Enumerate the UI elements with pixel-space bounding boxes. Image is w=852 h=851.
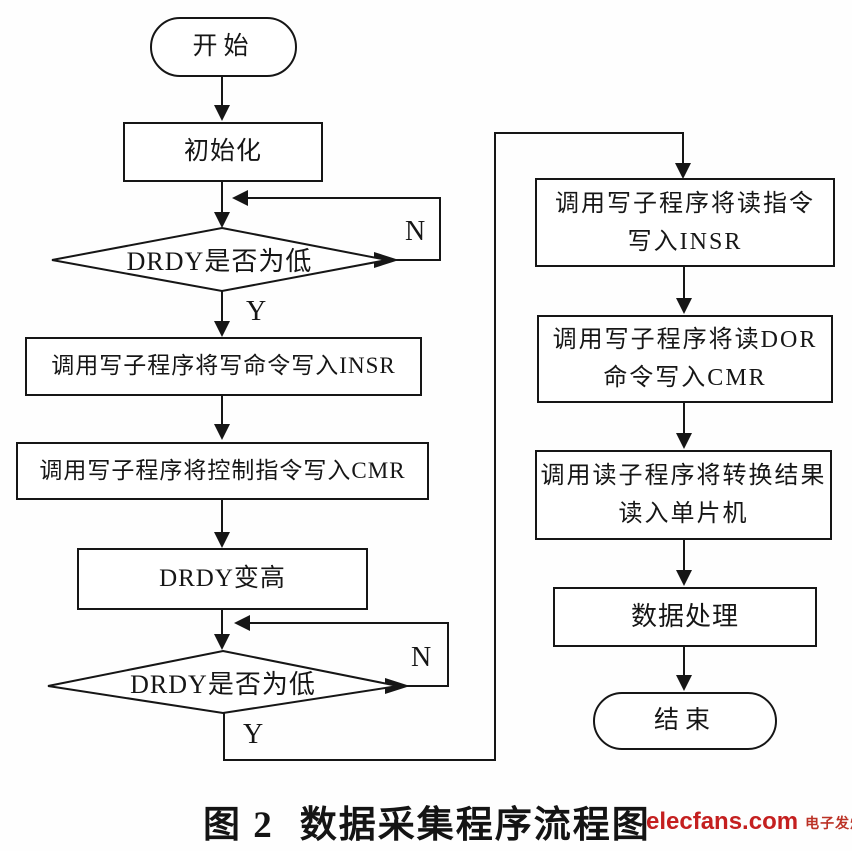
node-drdy-high: DRDY变高: [77, 548, 368, 610]
node-write-insr: 调用写子程序将写命令写入INSR: [25, 337, 422, 396]
node-end: 结束: [593, 692, 777, 750]
node-data-process: 数据处理: [553, 587, 817, 647]
node-start: 开始: [150, 17, 297, 77]
figure-caption: 图 2 数据采集程序流程图: [203, 794, 651, 848]
watermark-tagline: 电子发烧友: [805, 817, 852, 832]
node-read-result: 调用读子程序将转换结果 读入单片机: [535, 450, 832, 540]
node-write-insr-label: 调用写子程序将写命令写入INSR: [51, 353, 396, 379]
node-decision1-label: DRDY是否为低: [126, 247, 313, 276]
node-read-result-line2: 读入单片机: [618, 501, 749, 527]
node-read-result-line1: 调用读子程序将转换结果: [540, 463, 827, 489]
node-read-insr: 调用写子程序将读指令 写入INSR: [535, 178, 835, 267]
node-read-dor: 调用写子程序将读DOR 命令写入CMR: [537, 315, 833, 403]
node-init-label: 初始化: [183, 138, 262, 166]
watermark-logo: elecfans.com: [646, 808, 799, 835]
node-start-label: 开始: [192, 33, 255, 61]
decision1-yes-label: Y: [246, 296, 267, 327]
node-drdy-high-label: DRDY变高: [159, 565, 286, 593]
node-read-insr-line2: 写入INSR: [627, 228, 743, 255]
decision2-yes-label: Y: [243, 719, 264, 750]
decision-diamonds: [47, 226, 399, 715]
node-init: 初始化: [123, 122, 323, 182]
figure-caption-number: 图 2: [203, 805, 274, 846]
node-data-process-label: 数据处理: [630, 601, 739, 631]
node-write-cmr-label: 调用写子程序将控制指令写入CMR: [39, 457, 406, 483]
arrowheads: [214, 105, 692, 694]
node-read-insr-line1: 调用写子程序将读指令: [555, 190, 815, 217]
decision1-no-label: N: [405, 216, 426, 247]
decision2-no-label: N: [411, 642, 432, 673]
node-decision2-label: DRDY是否为低: [130, 669, 316, 699]
figure-caption-title: 数据采集程序流程图: [299, 805, 651, 846]
node-decision1: DRDY是否为低: [52, 228, 387, 291]
node-read-dor-line2: 命令写入CMR: [603, 365, 767, 391]
watermark: elecfans.com 电子发烧友: [646, 808, 852, 836]
node-write-cmr: 调用写子程序将控制指令写入CMR: [16, 442, 429, 500]
node-decision2: DRDY是否为低: [48, 651, 398, 713]
node-read-dor-line1: 调用写子程序将读DOR: [552, 327, 818, 353]
node-end-label: 结束: [653, 707, 716, 735]
decision1-diamond: [51, 226, 388, 293]
decision2-diamond: [47, 649, 399, 715]
connector-lines: [221, 77, 685, 761]
